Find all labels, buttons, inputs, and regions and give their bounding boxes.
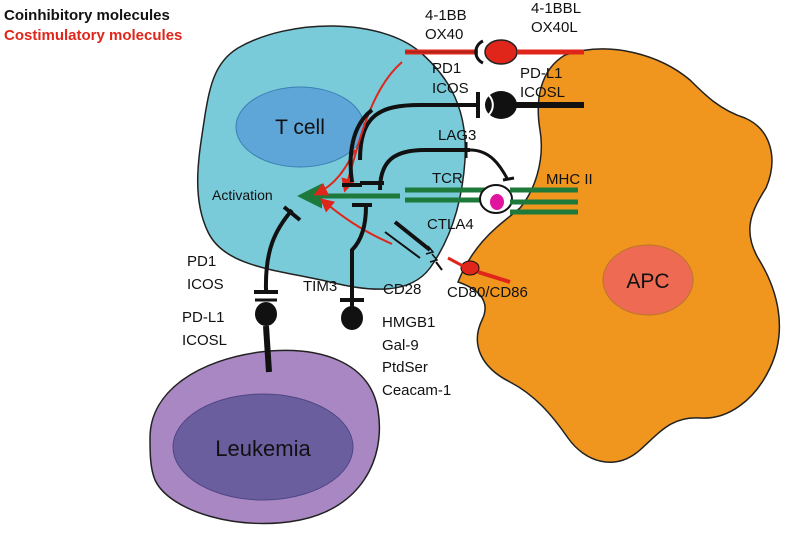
label-activation: Activation — [212, 187, 273, 203]
label-icosl-top: ICOSL — [520, 84, 565, 101]
t-cell-label: T cell — [275, 116, 325, 139]
label-lag3: LAG3 — [438, 127, 476, 144]
lag3-receptor — [378, 142, 515, 191]
ctla4-cd28-cd80-complex — [384, 220, 511, 284]
inhibition-bars — [342, 108, 384, 312]
leukemia-label: Leukemia — [215, 436, 311, 461]
label-pdl1-left: PD-L1 — [182, 309, 225, 326]
label-ctla4: CTLA4 — [427, 216, 474, 233]
apc-nucleus — [602, 244, 694, 316]
label-41bb: 4-1BB — [425, 7, 467, 24]
label-tim3: TIM3 — [303, 278, 337, 295]
label-pd1-top: PD1 — [432, 60, 461, 77]
label-pd1-left: PD1 — [187, 253, 216, 270]
tim3-receptor — [340, 298, 364, 330]
ox40-receptor-ligand — [405, 39, 584, 65]
label-gal9: Gal-9 — [382, 337, 419, 354]
leukemia-nucleus — [172, 393, 354, 501]
costim-arrow-cd28 — [319, 198, 393, 245]
label-ox40l: OX40L — [531, 19, 578, 36]
label-icosl-left: ICOSL — [182, 332, 227, 349]
label-icos-top: ICOS — [432, 80, 469, 97]
apc-label: APC — [626, 270, 669, 293]
label-ceacam1: Ceacam-1 — [382, 382, 451, 399]
pd1-icos-top-receptor — [358, 91, 584, 161]
label-cd28: CD28 — [383, 281, 421, 298]
label-mhc: MHC II — [546, 171, 593, 188]
label-cd80-cd86: CD80/CD86 — [447, 284, 528, 301]
label-tcr: TCR — [432, 170, 463, 187]
label-hmgb1: HMGB1 — [382, 314, 435, 331]
label-ptdser: PtdSer — [382, 359, 428, 376]
legend-coinhibitory: Coinhibitory molecules — [4, 7, 170, 24]
label-pdl1-top: PD-L1 — [520, 65, 563, 82]
label-icos-left: ICOS — [187, 276, 224, 293]
label-ox40: OX40 — [425, 26, 463, 43]
legend-costimulatory: Costimulatory molecules — [4, 27, 182, 44]
tcr-mhc-complex — [405, 184, 578, 215]
pd1-icos-left-receptor — [254, 205, 302, 373]
label-41bbl: 4-1BBL — [531, 0, 581, 17]
